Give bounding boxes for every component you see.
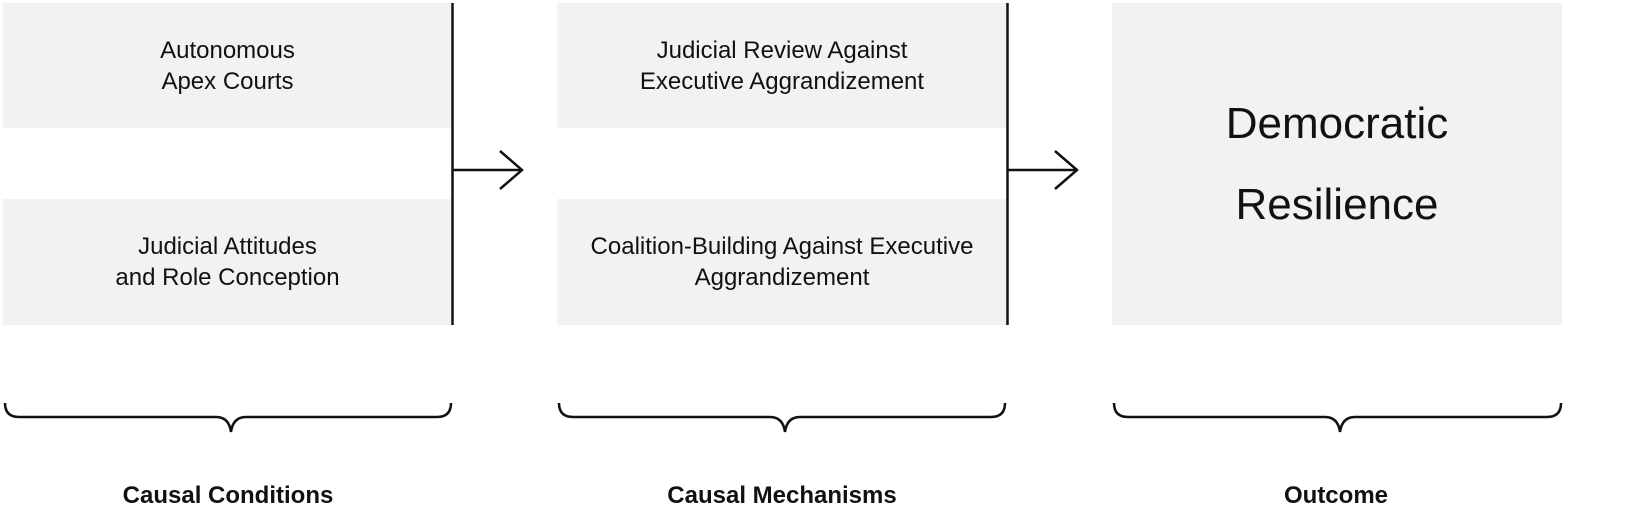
label-causal-mechanisms: Causal Mechanisms (667, 482, 897, 509)
brace-causal-mechanisms (557, 402, 1007, 433)
condition-box-judicial-attitudes: Judicial Attitudes and Role Conception (3, 199, 452, 325)
arrow-conditions-to-mechanisms-head (499, 150, 524, 190)
brace-outcome (1112, 402, 1563, 433)
arrow-mechanisms-to-outcome-head (1054, 150, 1079, 190)
mechanism-text-line-1: Coalition-Building Against Executive (590, 233, 974, 260)
condition-box-autonomous-apex-courts: Autonomous Apex Courts (3, 3, 452, 128)
mechanism-text-line-2: Aggrandizement (694, 264, 870, 291)
condition-text-line-1: Autonomous (160, 36, 295, 64)
mechanism-box-coalition-building: Coalition-Building Against Executive Agg… (557, 199, 1007, 325)
condition-text-line-2: Apex Courts (161, 67, 294, 95)
condition-text-line-1: Judicial Attitudes (138, 233, 317, 260)
outcome-box-democratic-resilience: Democratic Resilience (1112, 3, 1562, 325)
mechanism-text-line-1: Judicial Review Against (656, 36, 908, 64)
condition-text-line-2: and Role Conception (115, 264, 340, 291)
brace-causal-conditions (3, 402, 453, 433)
outcome-text-line-2: Resilience (1235, 180, 1439, 229)
mechanism-text-line-2: Executive Aggrandizement (639, 67, 925, 95)
label-outcome: Outcome (1283, 482, 1388, 509)
label-causal-conditions: Causal Conditions (122, 482, 334, 509)
mechanism-box-judicial-review: Judicial Review Against Executive Aggran… (557, 3, 1007, 128)
outcome-text-line-1: Democratic (1225, 99, 1449, 148)
